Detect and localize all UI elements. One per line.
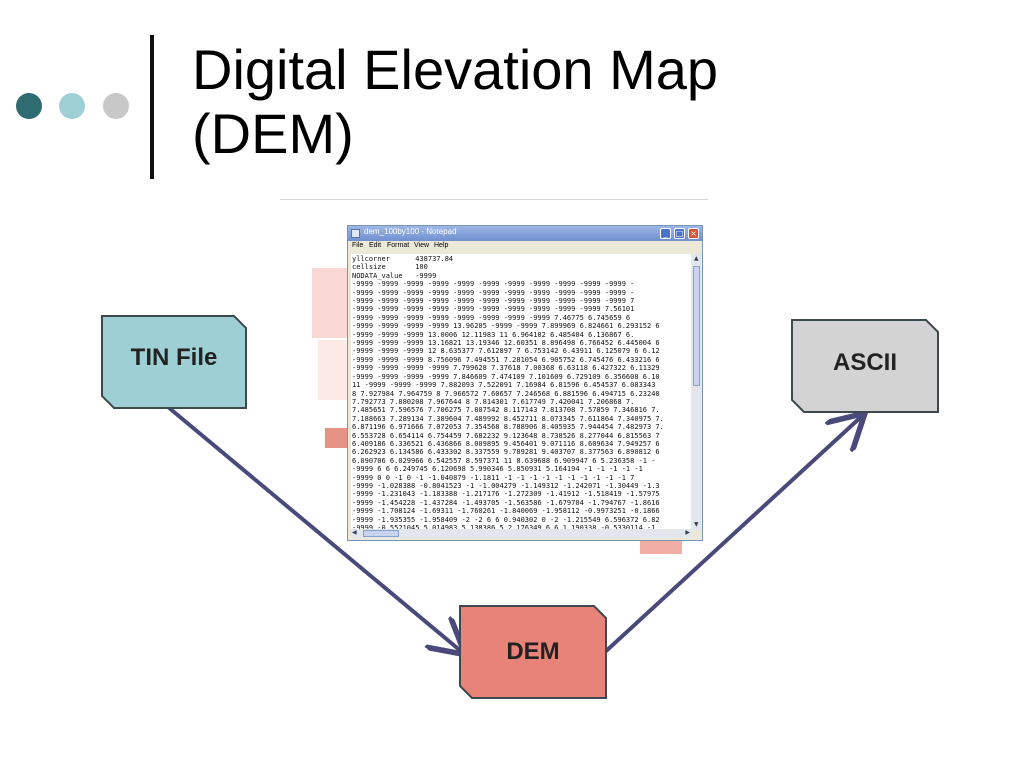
arrow-dem-to-ascii (603, 416, 862, 654)
vertical-scroll-thumb[interactable] (693, 266, 700, 386)
notepad-titlebar[interactable]: dem_100by100 - Notepad _ □ × (348, 226, 702, 241)
menu-help[interactable]: Help (434, 242, 449, 249)
dot-mid (59, 93, 85, 119)
page-title: Digital Elevation Map (DEM) (192, 38, 718, 166)
scroll-down-icon[interactable]: ▼ (694, 521, 699, 528)
menu-format[interactable]: Format (387, 242, 410, 249)
minimize-icon[interactable]: _ (660, 228, 671, 239)
title-line-1: Digital Elevation Map (192, 38, 719, 101)
horizontal-scroll-thumb[interactable] (363, 530, 399, 537)
scroll-left-icon[interactable]: ◀ (352, 529, 357, 536)
dem-label: DEM (506, 638, 560, 665)
horizontal-scrollbar[interactable]: ◀ ▶ (351, 529, 691, 538)
dem-node: DEM (458, 604, 608, 700)
maximize-icon[interactable]: □ (674, 228, 685, 239)
ascii-label: ASCII (832, 349, 897, 376)
scroll-up-icon[interactable]: ▲ (694, 255, 699, 262)
menu-edit[interactable]: Edit (369, 242, 382, 249)
arrow-tin-to-dem (166, 405, 462, 652)
notepad-title: dem_100by100 - Notepad (364, 227, 457, 236)
dem-ascii-content: yllcorner 438737.84 cellsize 100 NODATA_… (352, 255, 664, 530)
vertical-scrollbar[interactable]: ▲ ▼ (692, 254, 701, 530)
menu-file[interactable]: File (352, 242, 364, 249)
title-underline (280, 199, 708, 200)
ascii-node: ASCII (790, 318, 940, 414)
notepad-text-area[interactable]: yllcorner 438737.84 cellsize 100 NODATA_… (351, 254, 691, 530)
menu-view[interactable]: View (414, 242, 430, 249)
scroll-right-icon[interactable]: ▶ (685, 529, 690, 536)
notepad-menubar: File Edit Format View Help (348, 241, 702, 253)
notepad-icon (351, 229, 360, 238)
dot-light (103, 93, 129, 119)
dot-dark (16, 93, 42, 119)
tin-file-node: TIN File (100, 314, 248, 410)
title-divider (150, 35, 154, 179)
notepad-window: dem_100by100 - Notepad _ □ × File Edit F… (347, 225, 703, 541)
close-icon[interactable]: × (688, 228, 699, 239)
tin-file-label: TIN File (130, 344, 218, 371)
title-line-2: (DEM) (192, 102, 354, 165)
